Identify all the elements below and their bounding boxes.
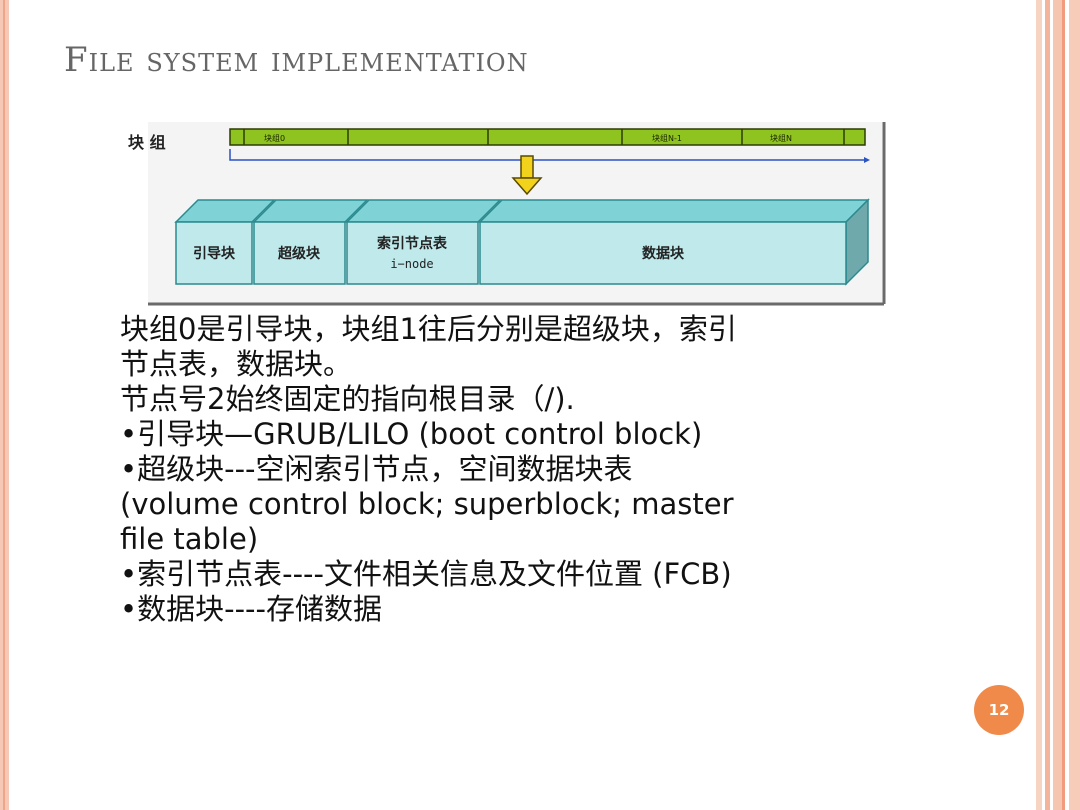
body-bullet: •索引节点表----文件相关信息及文件位置 (FCB) [120,557,732,591]
body-bullet: •超级块---空闲索引节点，空间数据块表 [120,452,633,486]
data-block [479,221,847,285]
slide-title: File system implementation [64,40,529,80]
block-group-n-label: 块组N [770,133,792,143]
body-line: (volume control block; superblock; maste… [120,487,734,521]
left-border [0,0,9,810]
right-decorative-stripes [1036,0,1080,810]
body-line: file table) [120,522,259,556]
body-line: 节点表，数据块。 [120,347,353,381]
down-arrow-icon [511,155,543,196]
body-line: 块组0是引导块，块组1往后分别是超级块，索引 [120,312,737,346]
super-block-label: 超级块 [277,245,321,262]
page-number-badge: 12 [974,685,1024,735]
inode-table-label: 索引节点表 [377,235,448,252]
body-bullet: •引导块—GRUB/LILO (boot control block) [120,417,703,451]
block-group-n-minus-1-label: 块组N-1 [652,133,682,143]
block-group-bracket [229,149,864,161]
block-group-diagram: 块 组 块组0 块组N-1 块组N [120,118,890,318]
block-group-bar [229,128,866,146]
block-group-0-label: 块组0 [264,133,285,143]
super-block [253,221,346,285]
inode-sub-label: i−node [390,257,433,271]
slide-body: 块组0是引导块，块组1往后分别是超级块，索引 节点表，数据块。 节点号2始终固定… [120,312,910,627]
block-group-label: 块 组 [128,133,166,152]
body-bullet: •数据块----存储数据 [120,592,382,626]
inode-table-block [346,221,479,285]
body-line: 节点号2始终固定的指向根目录（/). [120,382,575,416]
boot-block [175,221,253,285]
data-block-label: 数据块 [642,245,685,262]
boot-block-label: 引导块 [193,246,236,262]
